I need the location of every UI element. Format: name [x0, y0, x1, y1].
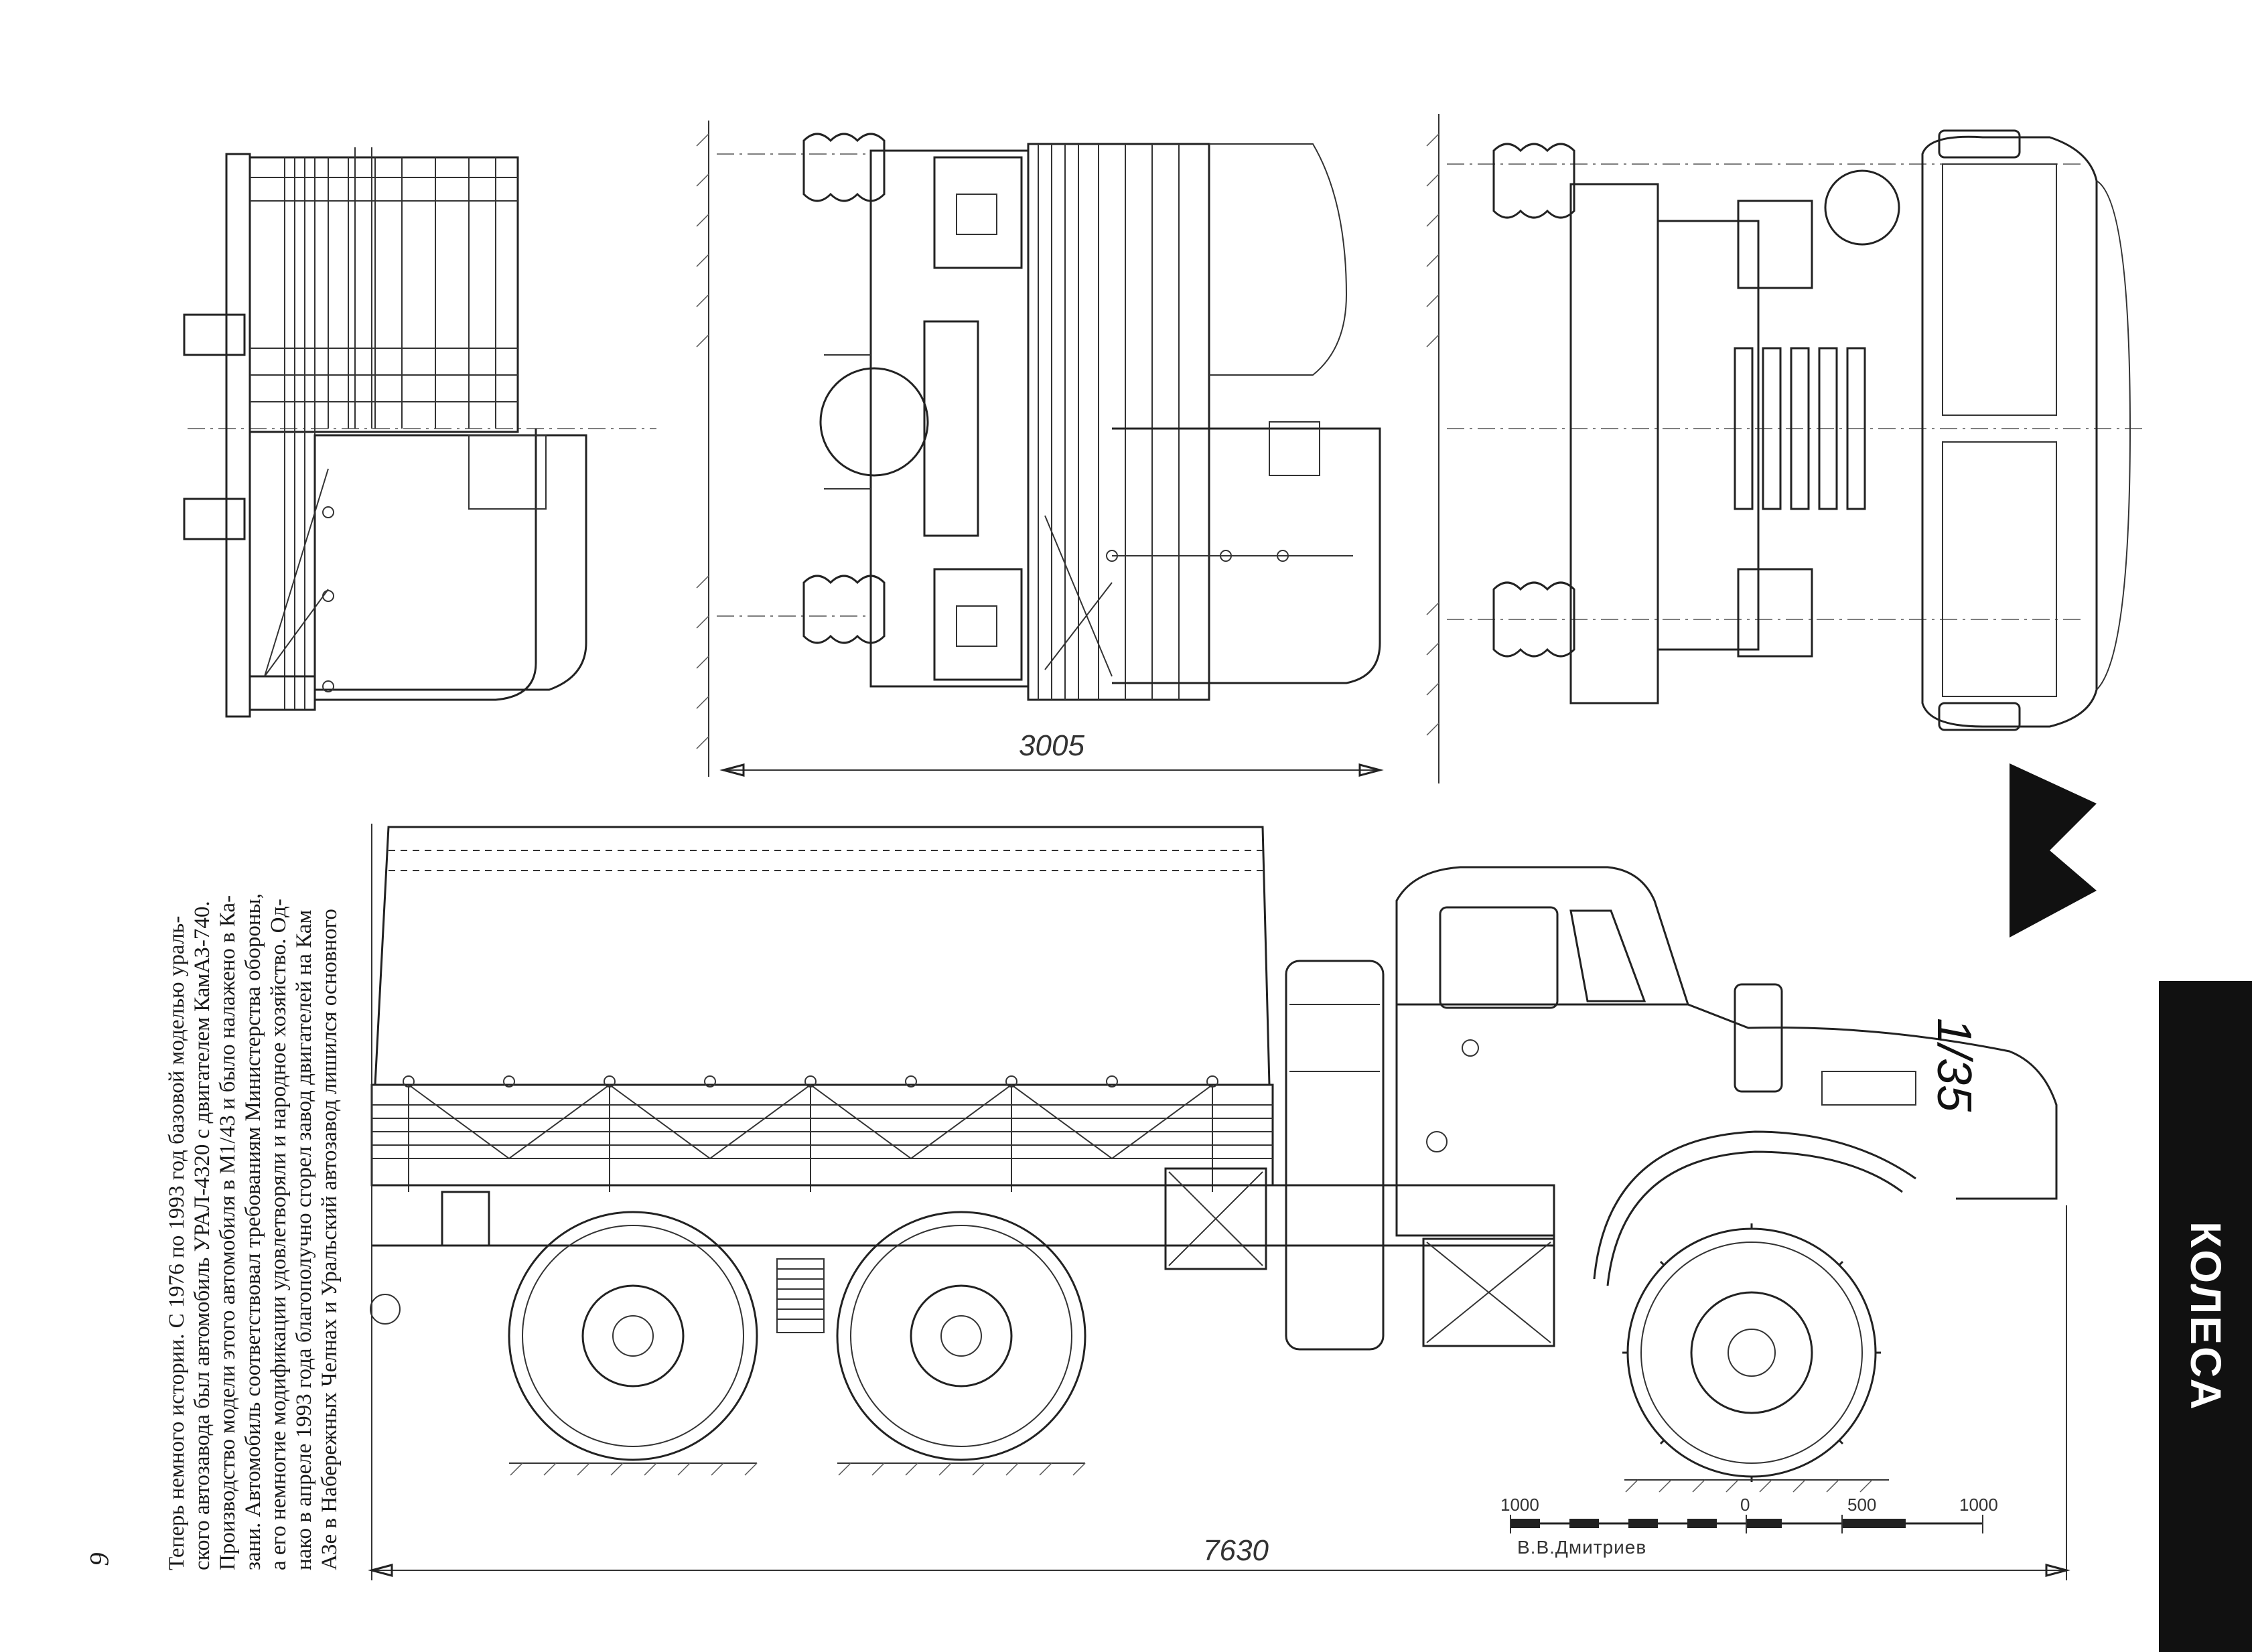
page-number: 9: [84, 1552, 115, 1566]
scale-tick-0: 1000: [1500, 1495, 1539, 1515]
article-line: зани. Автомобиль соответствовал требован…: [241, 893, 265, 1570]
author-credit: В.В.Дмитриев: [1517, 1537, 1647, 1558]
article-line: а его немногие модификации удовлетворяли…: [267, 899, 291, 1570]
scale-tick-2: 500: [1847, 1495, 1877, 1515]
section-sidebar: КОЛЕСА: [2159, 981, 2252, 1652]
article-line: АЗе в Набережных Челнах и Уральский авто…: [318, 909, 342, 1570]
scale-label: 1/35: [1927, 1018, 1981, 1112]
article-line: нако в апреле 1993 года благополучно сго…: [292, 909, 316, 1570]
scale-tick-3: 1000: [1959, 1495, 1998, 1515]
article-line: Производство модели этого автомобиля в М…: [216, 895, 240, 1570]
m-logo: [2010, 763, 2097, 937]
dimension-track-width: 3005: [1019, 729, 1084, 762]
side-view: 7630: [368, 824, 2070, 1580]
article-line: Теперь немного истории. С 1976 по 1993 г…: [165, 915, 189, 1570]
rear-view: [183, 147, 656, 718]
section-title: КОЛЕСА: [2181, 1221, 2230, 1412]
article-text: Теперь немного истории. С 1976 по 1993 г…: [164, 740, 342, 1570]
front-view: [1426, 114, 2143, 783]
scale-tick-1: 0: [1740, 1495, 1750, 1515]
article-line: ского автозавода был автомобиль УРАЛ-432…: [190, 901, 214, 1570]
dimension-overall-length: 7630: [1203, 1534, 1269, 1567]
top-view: 3005: [696, 121, 1384, 777]
